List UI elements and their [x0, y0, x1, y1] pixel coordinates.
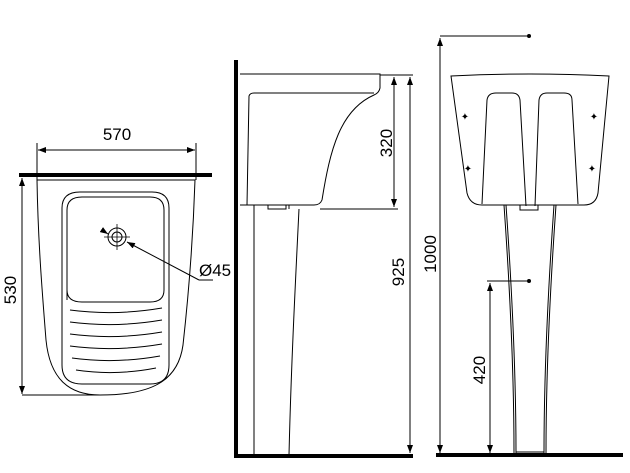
marker-dot [527, 279, 531, 283]
svg-text:✦: ✦ [464, 164, 472, 175]
basin-left-recess [481, 92, 527, 207]
top-view: 570 Ø45 530 [1, 125, 231, 396]
pedestal-right [543, 204, 557, 454]
sink-side-outline [240, 73, 381, 206]
front-view: 1000 ✦ ✦ ✦ ✦ 420 [421, 34, 623, 457]
sink-outline [36, 179, 196, 396]
sink-side-body [246, 92, 374, 206]
outlet [519, 204, 539, 211]
svg-text:✦: ✦ [590, 112, 598, 123]
basin-right-recess [534, 92, 579, 207]
pedestal-left [503, 204, 517, 454]
marker-dot [527, 34, 531, 38]
outlet-height-label: 420 [470, 356, 489, 384]
bracket [267, 205, 290, 210]
basin-inner [66, 196, 165, 303]
width-label: 570 [103, 125, 131, 144]
svg-text:✦: ✦ [461, 112, 469, 123]
pedestal-front [288, 208, 300, 456]
drain-leader-line [126, 241, 200, 281]
drain-icon [104, 224, 130, 250]
mounting-holes-icon: ✦ ✦ ✦ ✦ [461, 112, 598, 175]
sink-front-outline [450, 73, 610, 206]
drain-label: Ø45 [199, 261, 231, 280]
side-view: 320 925 [234, 60, 413, 458]
drain-arrow [99, 227, 109, 235]
washboard-ribs [69, 307, 163, 374]
basin-outer [61, 191, 170, 385]
depth-label: 530 [1, 276, 20, 304]
rim-height-label: 925 [389, 258, 408, 286]
basin-height-label: 320 [377, 129, 396, 157]
svg-text:✦: ✦ [588, 164, 596, 175]
total-height-label: 1000 [421, 235, 440, 273]
